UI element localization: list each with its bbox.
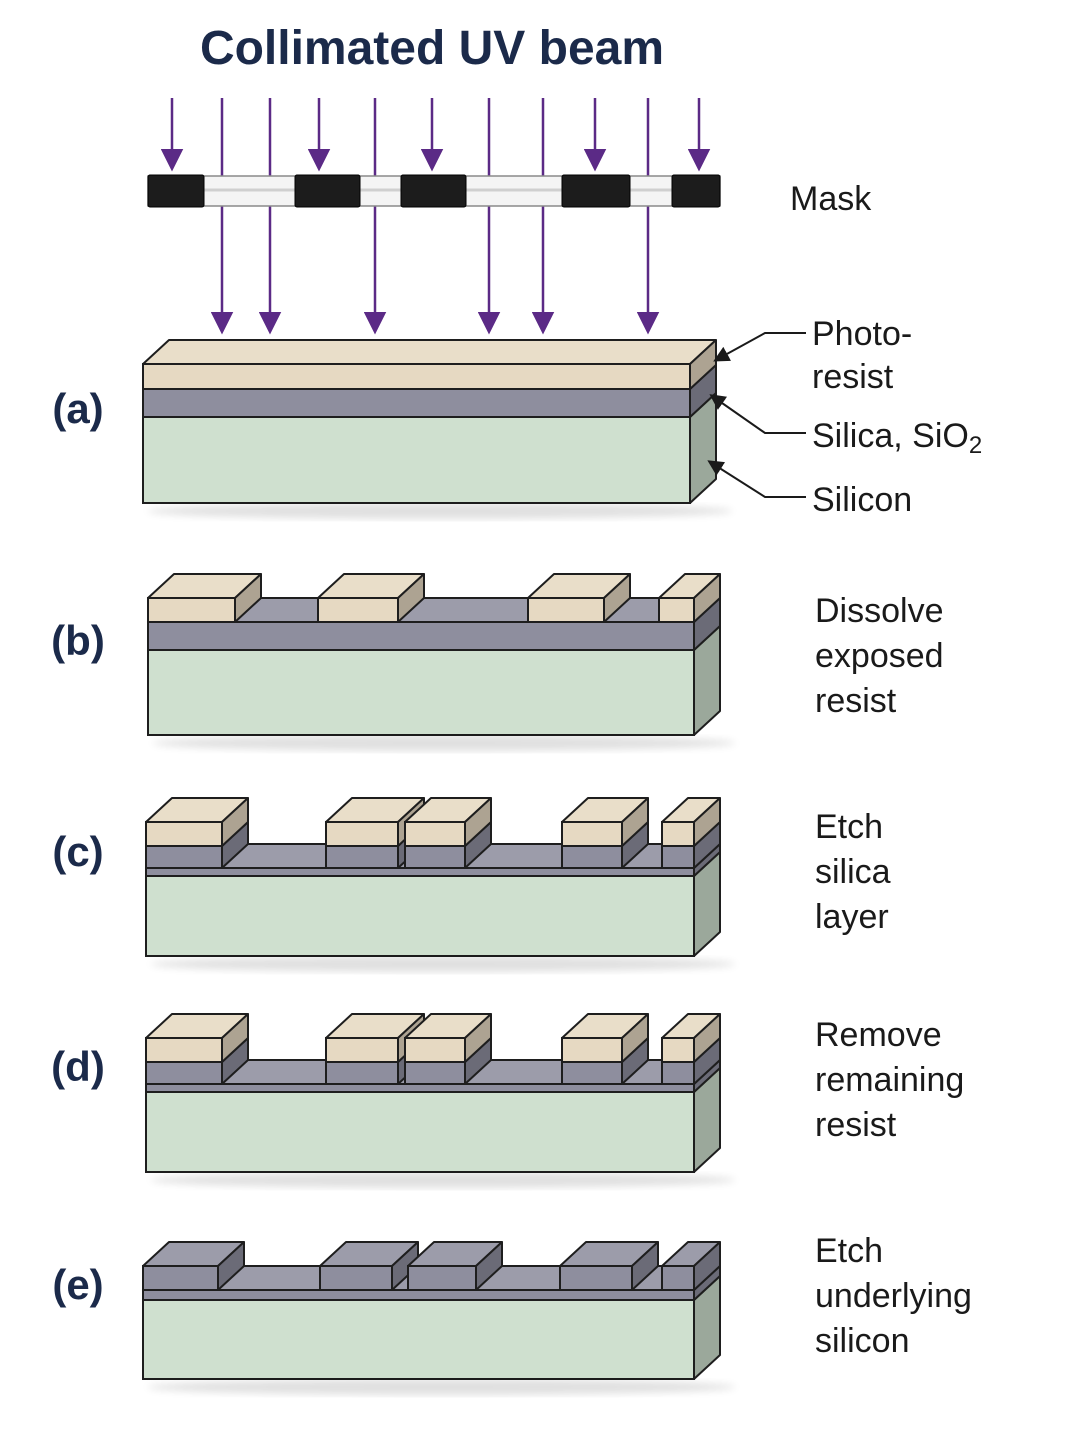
silica-ridge (661, 1241, 721, 1291)
photoresist-pad (317, 573, 425, 623)
photoresist-label-line1: Photo- (812, 315, 912, 353)
page-title: Collimated UV beam (200, 22, 664, 75)
photoresist-pad (658, 573, 721, 623)
silicon-label: Silicon (812, 481, 912, 519)
step-description-line: silicon (815, 1322, 909, 1360)
step-description-line: Etch (815, 808, 883, 846)
step-label: (e) (52, 1261, 103, 1308)
photoresist-pad (661, 1013, 721, 1063)
step-description-line: exposed (815, 637, 944, 675)
wafer-a (142, 339, 717, 504)
step-description-line: Remove (815, 1016, 942, 1054)
silicon-substrate (142, 1275, 721, 1380)
photoresist-layer (142, 339, 717, 390)
mask (147, 174, 721, 208)
wafer-c (145, 797, 721, 957)
photoresist-pad (527, 573, 631, 623)
step-description-line: silica (815, 853, 891, 891)
photoresist-pad (561, 797, 649, 847)
silica-ridge (319, 1241, 419, 1291)
drop-shadow (150, 1172, 736, 1188)
drop-shadow (152, 735, 736, 751)
photoresist-pad (404, 1013, 492, 1063)
mask-opaque-region (561, 174, 631, 208)
step-label: (b) (51, 617, 105, 664)
silicon-substrate (145, 1067, 721, 1173)
mask-opaque-region (294, 174, 361, 208)
mask-label: Mask (790, 180, 872, 218)
photoresist-pad (404, 797, 492, 847)
step-label: (a) (52, 385, 103, 432)
photoresist-pad (145, 797, 249, 847)
step-description-line: resist (815, 1106, 897, 1144)
photoresist-pad (145, 1013, 249, 1063)
silicon-substrate (145, 851, 721, 957)
step-description-line: layer (815, 898, 889, 936)
mask-opaque-region (671, 174, 721, 208)
silicon-leader (707, 460, 806, 498)
wafer-stages (142, 339, 736, 1395)
step-descriptions: DissolveexposedresistEtchsilicalayerRemo… (815, 592, 972, 1360)
silica-leader (709, 394, 806, 434)
step-description-line: Etch (815, 1232, 883, 1270)
step-description-line: resist (815, 682, 897, 720)
silicon-substrate (147, 625, 721, 736)
drop-shadow (147, 503, 733, 519)
drop-shadow (150, 956, 736, 972)
photoresist-leader (713, 332, 806, 362)
wafer-b (147, 573, 721, 736)
drop-shadow (147, 1379, 736, 1395)
silica-ridge (407, 1241, 503, 1291)
wafer-e (142, 1241, 721, 1380)
step-label: (d) (51, 1043, 105, 1090)
photoresist-label-line2: resist (812, 358, 894, 396)
photoresist-pad (147, 573, 262, 623)
mask-opaque-region (147, 174, 205, 208)
step-description-line: underlying (815, 1277, 972, 1315)
step-description-line: remaining (815, 1061, 964, 1099)
uv-beam (160, 98, 711, 335)
photoresist-pad (661, 797, 721, 847)
step-label: (c) (52, 828, 103, 875)
silica-ridge (559, 1241, 659, 1291)
wafer-d (145, 1013, 721, 1173)
mask-opaque-region (400, 174, 467, 208)
photoresist-pad (561, 1013, 649, 1063)
step-labels: (a) (b) (c) (d) (e) (51, 385, 105, 1308)
silica-ridge (142, 1241, 245, 1291)
step-description-line: Dissolve (815, 592, 943, 630)
silica-label: Silica, SiO2 (812, 417, 982, 459)
